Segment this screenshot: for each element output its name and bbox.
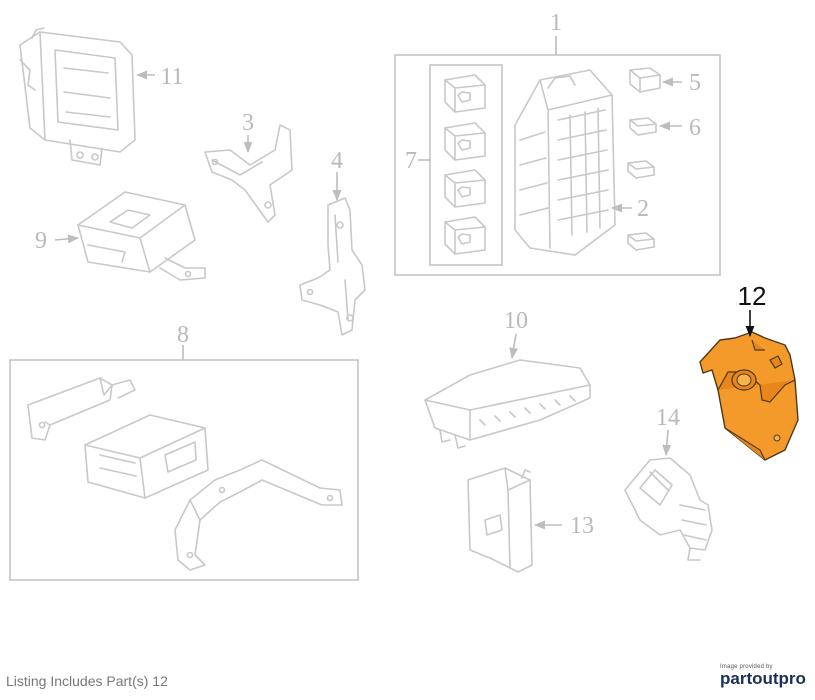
part-12-cover-highlighted <box>699 331 799 461</box>
part-11-module <box>19 27 136 166</box>
part-8-module <box>84 414 209 499</box>
part-14-connector <box>624 457 713 561</box>
brand-name: partoutpro <box>720 669 806 688</box>
part-3-bracket <box>204 124 293 223</box>
brand-logo: Image provided by partoutpro <box>720 664 810 688</box>
callout-1: 1 <box>550 10 562 36</box>
part-10-module <box>424 359 591 449</box>
callout-9: 9 <box>35 228 47 254</box>
leader-lines <box>54 70 755 530</box>
callout-10: 10 <box>504 308 528 334</box>
callout-7: 7 <box>405 148 417 174</box>
callout-11: 11 <box>160 64 183 90</box>
callout-4: 4 <box>331 148 343 174</box>
callout-13: 13 <box>570 513 594 539</box>
callout-8: 8 <box>177 322 189 348</box>
part-8-bracket-left <box>27 377 136 441</box>
callout-2: 2 <box>637 196 649 222</box>
part-13-bracket <box>467 467 533 573</box>
fuse-extra-a <box>627 160 655 179</box>
fuse-extra-b <box>627 232 655 251</box>
assembly-8-box <box>9 345 359 581</box>
part-6-fuse <box>629 117 657 136</box>
callout-3: 3 <box>242 110 254 136</box>
part-9-module <box>77 191 206 281</box>
callout-14: 14 <box>656 405 680 431</box>
part-4-bracket <box>299 197 366 336</box>
listing-caption: Listing Includes Part(s) 12 <box>6 673 168 689</box>
assembly-1-box <box>394 36 721 276</box>
callout-6: 6 <box>689 115 701 141</box>
assembly-7-box <box>418 64 503 266</box>
part-8-bracket-right <box>174 459 343 571</box>
callout-5: 5 <box>689 70 701 96</box>
part-2-fuse-block <box>514 69 616 256</box>
part-5-fuse <box>629 67 661 93</box>
part-7-relays <box>444 74 486 255</box>
callout-12: 12 <box>738 281 767 311</box>
brand-provided-by: Image provided by <box>720 664 773 670</box>
